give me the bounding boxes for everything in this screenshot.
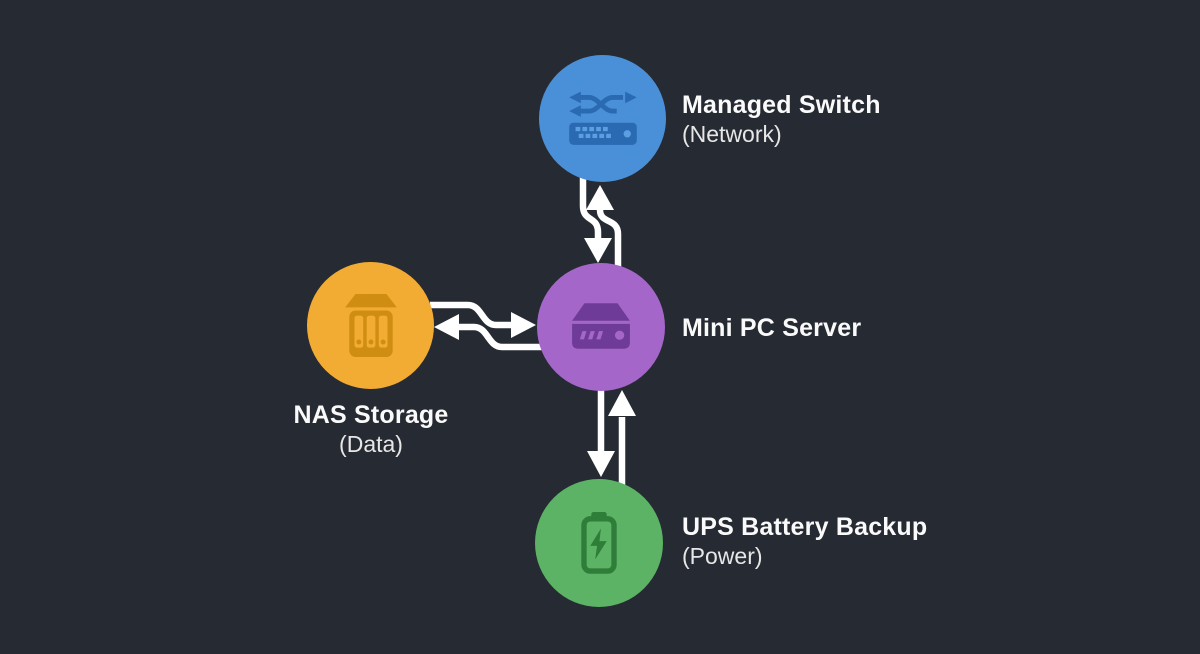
battery-bolt-icon [581,512,617,574]
mini-pc-icon [572,303,630,349]
arrowhead-up-icon [586,185,614,210]
edge-switch-to-minipc-line [579,164,602,239]
arrowhead-left-icon [434,314,459,340]
label-nas-storage: NAS Storage (Data) [245,400,497,459]
edge-minipc-to-nas-line [459,323,546,351]
edge-switch-minipc-arrowheads [584,185,614,263]
label-ups-battery: UPS Battery Backup (Power) [682,512,927,571]
arrowhead-right-icon [511,312,536,338]
nas-storage-icon [344,293,397,357]
node-mini-pc-server [537,263,665,391]
edge-minipc-ups-arrowheads [587,390,636,477]
arrowhead-up-icon [608,390,636,416]
edge-nas-minipc-arrowheads [434,312,536,340]
edge-nas-to-minipc-line [430,301,512,329]
node-title: Mini PC Server [682,314,862,342]
label-mini-pc-server: Mini PC Server [682,313,861,343]
arrowhead-down-icon [584,238,612,263]
node-subtitle: (Power) [682,543,763,569]
node-managed-switch [539,55,666,182]
arrowhead-down-icon [587,451,615,477]
edge-nas-minipc [430,301,546,351]
node-ups-battery [535,479,663,607]
node-nas-storage [307,262,434,389]
edge-switch-minipc [579,164,622,278]
edge-minipc-to-switch-line [596,209,622,278]
edge-minipc-ups [597,384,626,486]
node-title: Managed Switch [682,91,881,119]
network-switch-icon [568,91,637,145]
node-subtitle: (Data) [339,431,403,457]
node-subtitle: (Network) [682,121,782,147]
node-title: UPS Battery Backup [682,513,928,541]
node-title: NAS Storage [293,401,449,429]
label-managed-switch: Managed Switch (Network) [682,90,881,149]
